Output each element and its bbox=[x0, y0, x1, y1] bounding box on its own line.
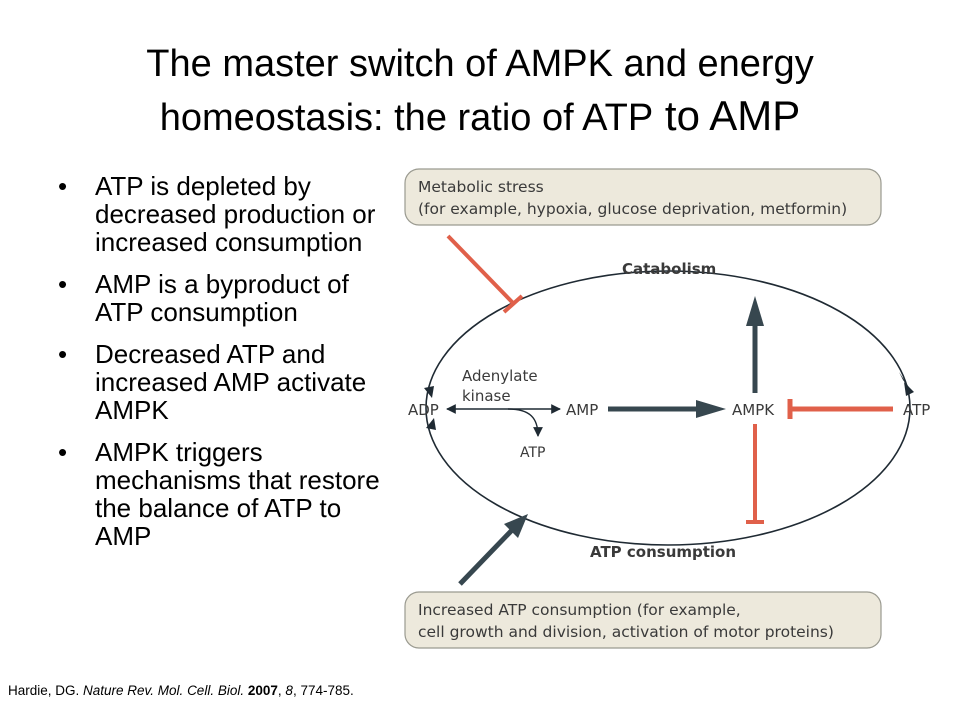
bullet-dot: • bbox=[58, 269, 68, 299]
slide-title: The master switch of AMPK and energy hom… bbox=[60, 38, 900, 144]
ampk-diagram: Metabolic stress (for example, hypoxia, … bbox=[404, 168, 930, 649]
title-line-2-prefix: homeostasis: the ratio of bbox=[159, 97, 583, 139]
title-line-1: The master switch of AMPK and energy bbox=[146, 43, 814, 85]
stress-box-line-1: Metabolic stress bbox=[418, 178, 544, 196]
increased-consumption-box: Increased ATP consumption (for example, … bbox=[404, 591, 882, 649]
citation-sep: , bbox=[277, 683, 286, 698]
atp-inhibits-ampk-arrow bbox=[787, 399, 893, 419]
bullet-text: AMP is a byproduct of ATP consumption bbox=[95, 269, 349, 327]
consumption-increase-arrow bbox=[458, 514, 528, 586]
bullet-item: • ATP is depleted by decreased production… bbox=[52, 172, 392, 256]
amp-activates-ampk-arrow bbox=[608, 400, 726, 418]
bullet-item: • AMPK triggers mechanisms that restore t… bbox=[52, 438, 392, 550]
stress-inhibition-arrow bbox=[446, 234, 524, 314]
atp-small-node: ATP bbox=[520, 445, 545, 461]
ampk-inhibits-consumption-arrow bbox=[746, 424, 764, 524]
citation-authors: Hardie, DG. bbox=[8, 683, 84, 698]
citation: Hardie, DG. Nature Rev. Mol. Cell. Biol.… bbox=[8, 683, 354, 698]
bullet-dot: • bbox=[58, 437, 68, 467]
citation-year: 2007 bbox=[247, 683, 278, 698]
catabolism-label: Catabolism bbox=[622, 260, 716, 278]
bullet-dot: • bbox=[58, 339, 68, 369]
ampk-node: AMPK bbox=[732, 401, 775, 419]
cycle-arrowhead-left-down bbox=[424, 386, 434, 398]
title-atp: ATP bbox=[582, 97, 654, 139]
stress-box-line-2: (for example, hypoxia, glucose deprivati… bbox=[418, 200, 847, 218]
adenylate-kinase-line-1: Adenylate bbox=[462, 367, 538, 385]
title-line-2-suffix: to AMP bbox=[653, 92, 801, 139]
metabolic-stress-box: Metabolic stress (for example, hypoxia, … bbox=[404, 168, 882, 226]
cycle-arrowhead-right-down bbox=[904, 382, 914, 396]
adp-node: ADP bbox=[408, 401, 439, 419]
bullet-text: Decreased ATP and increased AMP activate… bbox=[95, 339, 367, 425]
bullet-text: ATP is depleted by decreased production … bbox=[95, 171, 376, 257]
citation-volume: 8 bbox=[285, 683, 293, 698]
bullet-dot: • bbox=[58, 171, 68, 201]
bullet-list: • ATP is depleted by decreased production… bbox=[52, 172, 392, 564]
cycle-arrowhead-left-up bbox=[426, 418, 436, 430]
citation-journal: Nature Rev. Mol. Cell. Biol. bbox=[83, 683, 245, 698]
amp-node: AMP bbox=[566, 401, 598, 419]
bullet-text: AMPK triggers mechanisms that restore th… bbox=[95, 437, 380, 551]
atp-consumption-label: ATP consumption bbox=[590, 543, 736, 561]
ampk-activates-catabolism-arrow bbox=[746, 296, 764, 393]
bullet-item: • Decreased ATP and increased AMP activat… bbox=[52, 340, 392, 424]
bullet-item: • AMP is a byproduct of ATP consumption bbox=[52, 270, 392, 326]
atp-right-node: ATP bbox=[903, 401, 930, 419]
atp-byproduct-arrow bbox=[507, 408, 543, 437]
consumption-box-line-1: Increased ATP consumption (for example, bbox=[418, 601, 741, 619]
citation-pages: , 774-785. bbox=[292, 683, 354, 698]
title-line-2: homeostasis: the ratio of ATP to AMP bbox=[60, 90, 900, 144]
energy-cycle-ellipse bbox=[425, 270, 911, 546]
consumption-box-line-2: cell growth and division, activation of … bbox=[418, 623, 834, 641]
adenylate-kinase-line-2: kinase bbox=[462, 387, 511, 405]
